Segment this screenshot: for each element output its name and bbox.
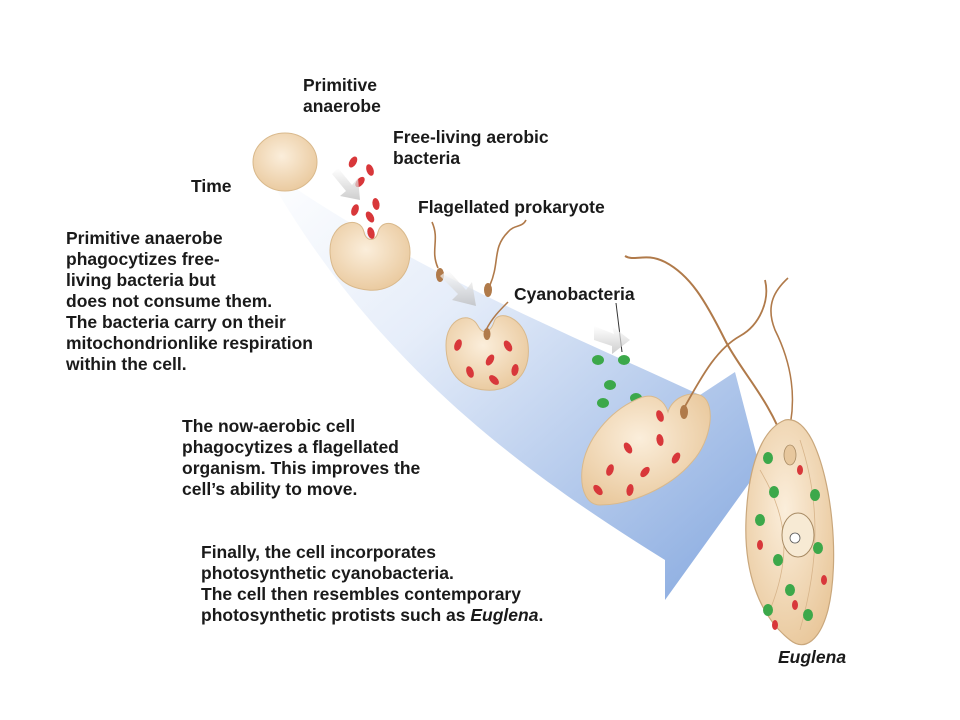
- engulf-arrow-3: [594, 326, 630, 354]
- mitochondria-stage4: [593, 410, 681, 496]
- step1-description: Primitive anaerobe phagocytizes free- li…: [66, 228, 313, 374]
- label-free-living-bacteria: Free-living aerobic bacteria: [393, 127, 549, 168]
- free-living-bacteria: [348, 156, 380, 223]
- step3-description: Finally, the cell incorporates photosynt…: [201, 542, 544, 625]
- euglena-flagellum: [624, 255, 786, 446]
- primitive-anaerobe-cell: [252, 132, 318, 192]
- label-primitive-anaerobe: Primitive anaerobe: [303, 75, 381, 116]
- engulf-arrow-1: [332, 168, 360, 200]
- flagellated-prokaryotes: [431, 219, 527, 297]
- step2-description: The now-aerobic cell phagocytizes a flag…: [182, 416, 421, 499]
- label-cyanobacteria: Cyanobacteria: [514, 284, 635, 304]
- euglena-mitochondria: [757, 465, 827, 630]
- euglena-chloroplasts: [755, 452, 823, 621]
- label-flagellated-prokaryote: Flagellated prokaryote: [418, 197, 605, 217]
- label-time: Time: [191, 176, 232, 196]
- mitochondria-stage3: [454, 339, 519, 385]
- phagocytizing-cell: [329, 221, 411, 291]
- flagellated-cell: [581, 393, 711, 506]
- label-euglena: Euglena: [778, 647, 847, 667]
- engulf-arrow-2: [440, 270, 476, 306]
